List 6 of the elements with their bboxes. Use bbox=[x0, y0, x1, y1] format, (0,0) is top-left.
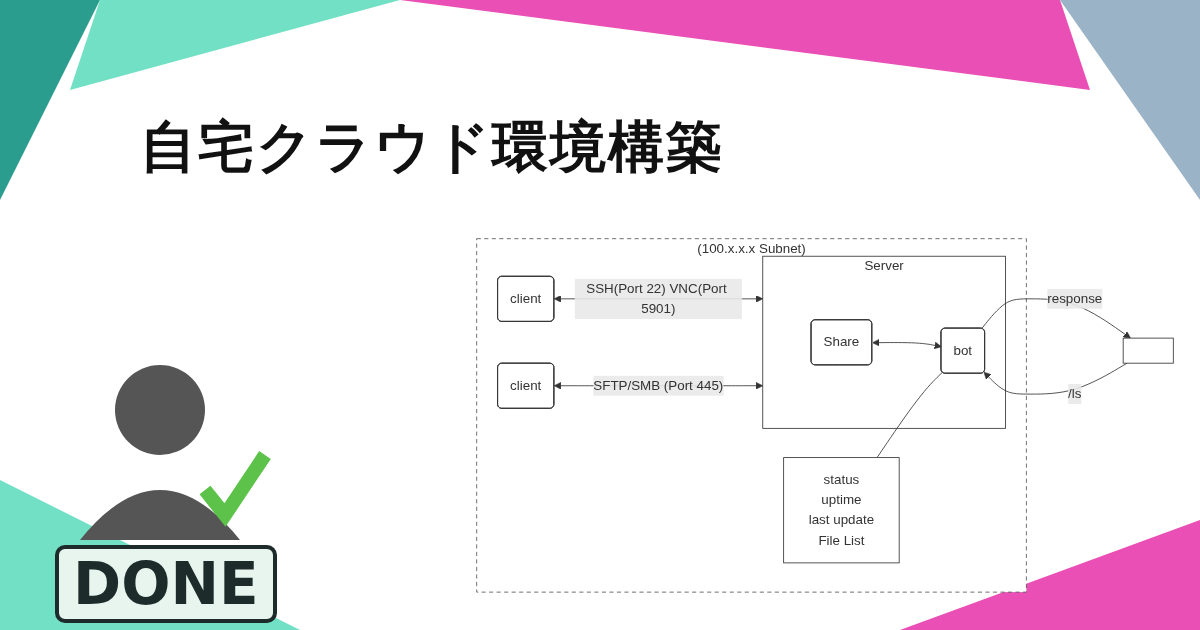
edge-label: SSH(Port 22) VNC(Port 5901) bbox=[586, 280, 727, 316]
title: 自宅クラウド環境構築 bbox=[140, 113, 724, 181]
stamp-text: DONE bbox=[55, 545, 277, 623]
edge-label: /ls bbox=[1068, 386, 1082, 401]
edge-label: SFTP/SMB (Port 445) bbox=[593, 377, 724, 393]
edge-label: response bbox=[1047, 290, 1103, 306]
